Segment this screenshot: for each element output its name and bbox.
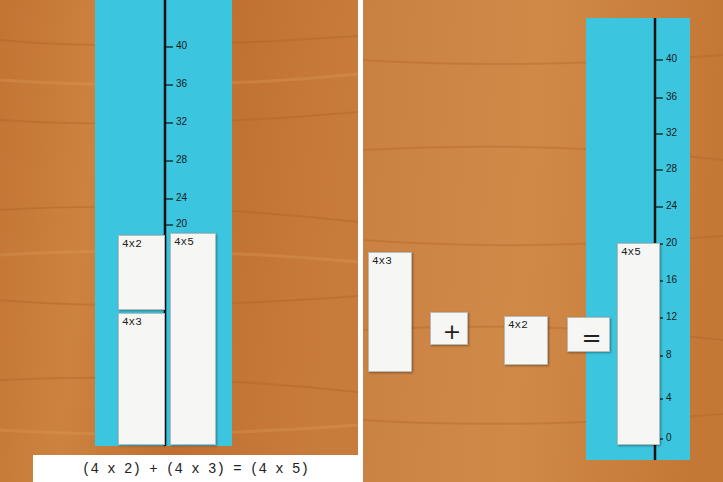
- card-text: 4x2: [508, 320, 528, 331]
- product-card: 4x5: [170, 233, 216, 445]
- product-card: 4x3: [368, 252, 412, 372]
- product-card: 4x2: [504, 316, 548, 365]
- scale-number: 0: [666, 433, 672, 443]
- card-text: =: [581, 326, 601, 350]
- product-card: 4x3: [118, 313, 165, 445]
- scale-number: 20: [176, 219, 187, 229]
- card-text: 4x5: [621, 247, 641, 258]
- scale-number: 40: [176, 41, 187, 51]
- scale-number: 28: [176, 155, 187, 165]
- product-card: 4x2: [118, 235, 165, 310]
- equals-card: =: [567, 317, 610, 352]
- scale-number: 16: [666, 275, 677, 285]
- card-text: 4x5: [174, 237, 194, 248]
- scale-number: 24: [666, 201, 677, 211]
- scale-number: 4: [666, 393, 672, 403]
- scale-number: 12: [666, 312, 677, 322]
- scale-number: 8: [666, 350, 672, 360]
- equation-strip: (4 x 2) + (4 x 3) = (4 x 5): [33, 455, 358, 482]
- scale-number: 36: [176, 79, 187, 89]
- scale-number: 32: [176, 117, 187, 127]
- scale-number: 20: [666, 238, 677, 248]
- scale-number: 24: [176, 193, 187, 203]
- card-text: (4 x 2) + (4 x 3) = (4 x 5): [82, 462, 309, 476]
- card-text: 4x3: [372, 256, 392, 267]
- scale-number: 32: [666, 128, 677, 138]
- card-text: 4x2: [122, 239, 142, 250]
- card-text: +: [443, 321, 461, 343]
- scale-number: 40: [666, 54, 677, 64]
- plus-card: +: [430, 312, 468, 345]
- card-text: 4x3: [122, 317, 142, 328]
- product-card: 4x5: [617, 243, 660, 445]
- scale-number: 36: [666, 92, 677, 102]
- scale-number: 28: [666, 164, 677, 174]
